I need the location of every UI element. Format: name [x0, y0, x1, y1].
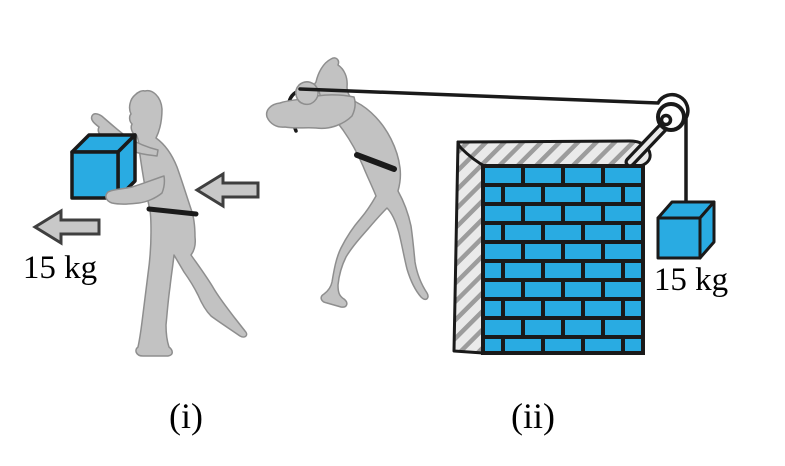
scene-ii: 15 kg (ii)	[265, 57, 728, 436]
brick-wall-front-face	[481, 164, 645, 355]
weight-label-ii: 15 kg	[654, 262, 728, 298]
pulley	[624, 102, 686, 168]
brick-wall-top-face	[456, 139, 652, 169]
belt-ii	[354, 152, 397, 172]
person-lower-arm-hand	[105, 175, 166, 205]
person-carrying-box-body	[128, 89, 248, 357]
hanging-box-15kg	[656, 200, 716, 260]
person-upper-fist	[295, 81, 319, 106]
belt-i	[146, 206, 199, 217]
force-arrow-back	[194, 171, 260, 209]
scene-i: 15 kg (i)	[23, 89, 260, 436]
force-arrow-front	[32, 208, 101, 246]
rope-main	[298, 87, 690, 208]
weight-label-i: 15 kg	[23, 250, 97, 286]
brick-wall	[452, 139, 652, 355]
caption-i: (i)	[169, 396, 203, 436]
pulley-hub	[659, 113, 673, 127]
caption-ii: (ii)	[511, 396, 555, 436]
hanging-box-front-face	[656, 216, 702, 260]
